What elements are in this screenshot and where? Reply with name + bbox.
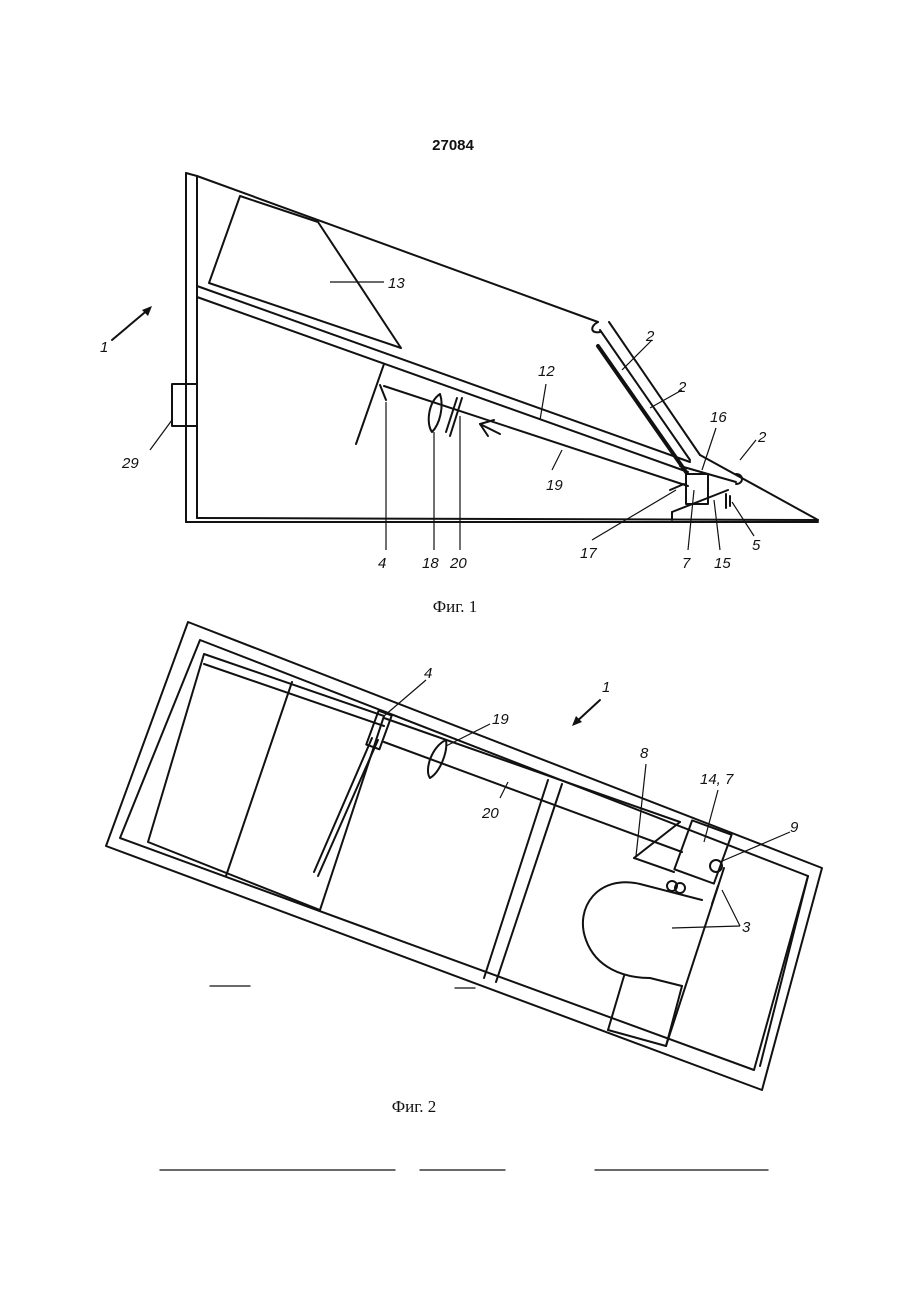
fig2-inner-frame [120,640,808,1070]
fig2-label-14-7: 14, 7 [700,771,734,788]
fig2-left-compartment [148,654,384,910]
fig1-label-7: 7 [682,555,691,572]
fig1-label-2a: 2 [645,328,655,345]
fig1-rail-19 [384,386,688,486]
fig1-sloped-bar-12 [197,286,690,472]
fig1-label-29: 29 [121,455,139,472]
figure-1: 1 13 12 2 2 2 16 29 19 4 18 20 17 7 15 5… [100,173,818,616]
fig1-label-12: 12 [538,363,555,380]
fig2-flap-4 [314,711,392,876]
fig2-label-4: 4 [424,665,432,682]
fig2-label-3: 3 [742,919,751,936]
fig1-label-15: 15 [714,555,731,572]
fig2-label-19: 19 [492,711,509,728]
fig1-leaders [150,282,756,550]
fig1-handle-29 [172,384,197,426]
fig1-lens-18 [429,394,442,432]
fig1-label-19: 19 [546,477,563,494]
fig1-caption: Фиг. 1 [433,597,478,616]
fig2-label-1: 1 [602,679,610,696]
fig1-label-13: 13 [388,275,405,292]
fig2-right-compartment [583,820,808,1066]
fig2-label-9: 9 [790,819,799,836]
figure-2: 1 4 19 8 14, 7 9 20 3 Фиг. 2 [106,622,822,1116]
fig2-label-8: 8 [640,745,649,762]
fig2-channel-rails [384,718,682,852]
fig2-lens-19 [428,740,446,778]
fig1-label-5: 5 [752,537,761,554]
fig1-label-16: 16 [710,409,727,426]
fig1-label-20: 20 [449,555,467,572]
fig1-label-2b: 2 [677,379,687,396]
fig1-mechanism [670,474,730,520]
fig1-label-4: 4 [378,555,386,572]
fig1-label-17: 17 [580,545,597,562]
fig1-label-2c: 2 [757,429,767,446]
fig1-label-1: 1 [100,339,108,356]
fig1-label-18: 18 [422,555,439,572]
fig2-outer-frame [106,622,822,1090]
fig1-arrow-1 [112,306,152,340]
fig1-flap-4 [356,364,386,444]
document-number: 27084 [432,137,474,154]
fig2-label-20: 20 [481,805,499,822]
fig2-leaders [384,680,790,928]
fig1-housing [186,173,818,522]
fig2-caption: Фиг. 2 [392,1097,437,1116]
fig2-arrow-1 [572,700,600,726]
